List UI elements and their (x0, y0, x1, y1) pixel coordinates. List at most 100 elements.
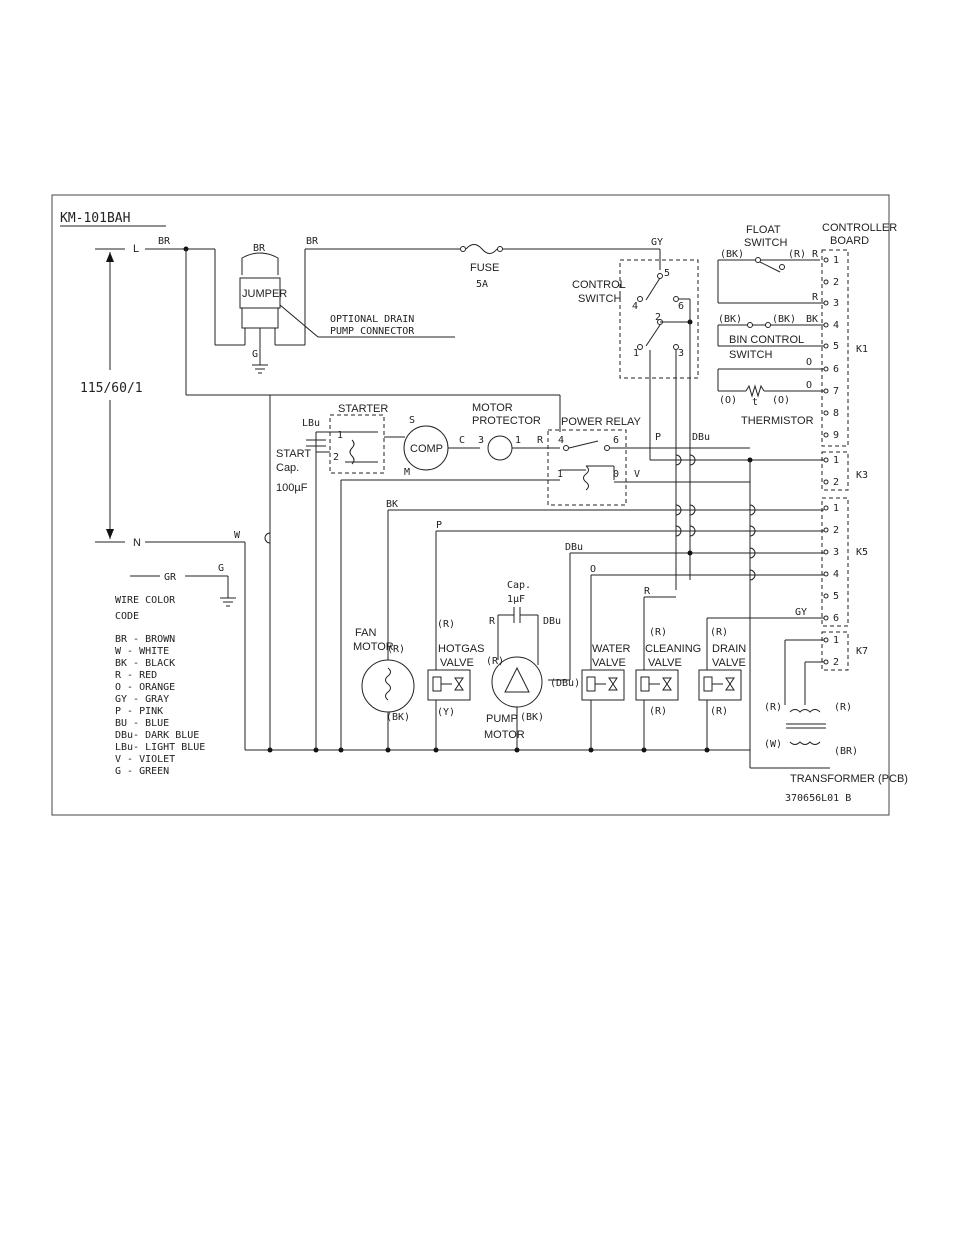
wire-label-v: V (634, 469, 640, 480)
svg-text:S: S (409, 415, 415, 426)
thermistor: O O (O) (O) t THERMISTOR (717, 357, 824, 427)
wire-label-bk: BK (386, 499, 398, 510)
legend-entry: V - VIOLET (115, 754, 175, 765)
bin-control-switch: (BK) (BK) BK BIN CONTROL SWITCH (717, 314, 824, 361)
water-valve-label-2: VALVE (592, 657, 626, 669)
svg-text:2: 2 (833, 657, 839, 668)
svg-text:1: 1 (515, 435, 521, 446)
neutral-label: N (133, 537, 141, 549)
transformer-label: TRANSFORMER (PCB) (790, 773, 908, 785)
svg-text:(R): (R) (834, 702, 852, 713)
legend-entry: DBu- DARK BLUE (115, 730, 199, 741)
power-supply: L N 115/60/1 (80, 243, 143, 549)
svg-text:R: R (812, 292, 819, 303)
wire-label-dbu: DBu (565, 542, 583, 553)
wire-label-br: BR (253, 243, 266, 254)
model-title: KM-101BAH (60, 211, 130, 226)
svg-text:(R): (R) (710, 706, 728, 717)
svg-text:2: 2 (333, 452, 339, 463)
fuse-rating: 5A (476, 279, 488, 290)
svg-text:1: 1 (833, 635, 839, 646)
power-relay: POWER RELAY 4 6 1 0 V (547, 416, 750, 506)
bin-switch-label-1: BIN CONTROL (729, 334, 804, 346)
connector-label-1: OPTIONAL DRAIN (330, 314, 414, 325)
diagram-frame (51, 194, 890, 816)
svg-text:(R): (R) (764, 702, 782, 713)
drain-valve-label-2: VALVE (712, 657, 746, 669)
legend-entry: BK - BLACK (115, 658, 175, 669)
supply-rating: 115/60/1 (80, 381, 143, 396)
controller-label-2: BOARD (830, 235, 869, 247)
hotgas-label-2: VALVE (440, 657, 474, 669)
wire-color-legend: WIRE COLOR CODE BR - BROWN W - WHITE BK … (115, 595, 205, 777)
legend-entry: R - RED (115, 670, 157, 681)
svg-text:6: 6 (833, 364, 839, 375)
svg-text:Cap.: Cap. (507, 580, 531, 591)
cleaning-valve-label-2: VALVE (648, 657, 682, 669)
bin-switch-label-2: SWITCH (729, 349, 772, 361)
svg-text:2: 2 (833, 277, 839, 288)
hotgas-valve: (R) HOTGAS VALVE (Y) (427, 619, 484, 750)
svg-text:BK: BK (806, 314, 818, 325)
svg-text:1: 1 (633, 348, 639, 359)
svg-text:4: 4 (632, 301, 638, 312)
pump-motor-label-1: PUMP (486, 713, 518, 725)
cap-label-2: Cap. (276, 462, 299, 474)
svg-text:9: 9 (833, 430, 839, 441)
svg-text:O: O (806, 380, 812, 391)
legend-entry: GY - GRAY (115, 694, 169, 705)
svg-text:0: 0 (613, 469, 619, 480)
power-relay-label: POWER RELAY (561, 416, 642, 428)
ground: GR G (130, 563, 236, 607)
svg-text:6: 6 (613, 435, 619, 446)
wire-label-r: R (537, 435, 544, 446)
svg-text:(O): (O) (772, 395, 790, 406)
svg-text:3: 3 (678, 348, 684, 359)
starter: STARTER 1 2 LBu (302, 403, 388, 474)
svg-text:7: 7 (833, 386, 839, 397)
svg-text:(Y): (Y) (437, 707, 455, 718)
float-switch: FLOAT SWITCH (BK) (R) R R (717, 224, 824, 304)
k7-connector (821, 631, 849, 671)
k5-connector (821, 497, 849, 627)
svg-text:5: 5 (833, 591, 839, 602)
svg-text:2: 2 (655, 312, 661, 323)
svg-text:R: R (489, 616, 496, 627)
k5-label: K5 (856, 547, 868, 558)
legend-entry: W - WHITE (115, 646, 169, 657)
svg-text:(R): (R) (649, 627, 667, 638)
water-valve-label-1: WATER (592, 643, 631, 655)
controller-label-1: CONTROLLER (822, 222, 897, 234)
compressor-label: COMP (410, 443, 443, 455)
k3-label: K3 (856, 470, 868, 481)
svg-text:(R): (R) (710, 627, 728, 638)
k1-connector (821, 249, 849, 447)
svg-text:6: 6 (833, 613, 839, 624)
svg-text:(BR): (BR) (834, 746, 858, 757)
hotgas-label-1: HOTGAS (438, 643, 484, 655)
svg-text:1: 1 (833, 255, 839, 266)
cleaning-valve: (R) CLEANING VALVE (R) (635, 627, 701, 750)
svg-text:(BK): (BK) (720, 249, 744, 260)
svg-text:DBu: DBu (543, 616, 561, 627)
fuse-label: FUSE (470, 262, 499, 274)
svg-text:3: 3 (478, 435, 484, 446)
wire-label-o: O (590, 564, 596, 575)
svg-text:(R): (R) (649, 706, 667, 717)
svg-text:t: t (752, 397, 758, 408)
svg-text:(W): (W) (764, 739, 782, 750)
k1-label: K1 (856, 344, 868, 355)
svg-text:R: R (812, 249, 819, 260)
cap-label-1: START (276, 448, 311, 460)
water-valve: WATER VALVE (581, 643, 631, 750)
drawing-number: 370656L01 B (785, 793, 851, 804)
pump-motor-label-2: MOTOR (484, 729, 525, 741)
float-switch-label-1: FLOAT (746, 224, 781, 236)
svg-text:(BK): (BK) (520, 712, 544, 723)
fan-motor: FAN MOTOR (R) (BK) (353, 627, 415, 750)
compressor: COMP S C M (384, 415, 480, 478)
svg-text:4: 4 (833, 569, 839, 580)
svg-text:6: 6 (678, 301, 684, 312)
legend-entry: G - GREEN (115, 766, 169, 777)
